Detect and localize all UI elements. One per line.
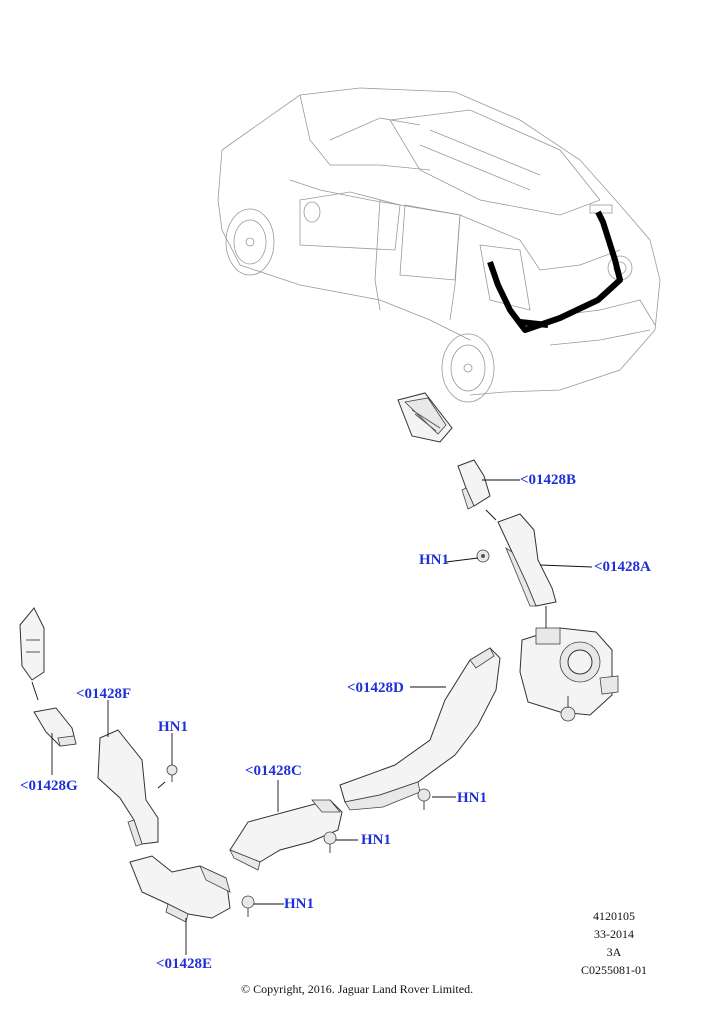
fastener-hn1-f-icon — [166, 764, 178, 782]
drawing-date-code: 33-2014 — [594, 927, 634, 941]
duct-01428f — [97, 729, 159, 847]
callout-01428a[interactable]: <01428A — [594, 559, 651, 575]
side-trim-panel — [19, 607, 45, 681]
callout-hn1-e[interactable]: HN1 — [284, 896, 314, 912]
drawing-reference: C0255081-01 — [581, 963, 647, 977]
rear-vent-grille — [397, 392, 453, 443]
drawing-revision: 3A — [606, 945, 622, 959]
blower-unit — [519, 627, 619, 722]
fastener-hn1-e-icon — [241, 895, 255, 917]
callout-01428f[interactable]: <01428F — [76, 686, 132, 702]
fastener-hn1-a-icon — [476, 549, 490, 563]
duct-01428e — [129, 855, 231, 923]
duct-01428a — [497, 513, 557, 607]
drawing-number: 4120105 — [593, 909, 635, 923]
duct-01428g — [33, 707, 77, 747]
callout-01428c[interactable]: <01428C — [245, 763, 302, 779]
callout-hn1-f[interactable]: HN1 — [158, 719, 188, 735]
fastener-hn1-d-icon — [417, 788, 431, 810]
copyright-notice: © Copyright, 2016. Jaguar Land Rover Lim… — [241, 982, 474, 996]
vehicle-illustration — [217, 87, 661, 403]
highlighted-duct — [487, 210, 623, 333]
drawing-info: 4120105 33-2014 3A C0255081-01 — [564, 907, 664, 979]
callout-hn1-a[interactable]: HN1 — [419, 552, 449, 568]
fastener-hn1-c-icon — [323, 831, 337, 853]
leader-lines — [31, 479, 593, 955]
fasteners — [166, 549, 490, 917]
callout-01428d[interactable]: <01428D — [347, 680, 404, 696]
duct-01428b — [457, 459, 491, 510]
callout-hn1-d[interactable]: HN1 — [457, 790, 487, 806]
callout-01428e[interactable]: <01428E — [156, 956, 213, 972]
callout-hn1-c[interactable]: HN1 — [361, 832, 391, 848]
callout-01428b[interactable]: <01428B — [520, 472, 577, 488]
duct-01428c — [229, 799, 343, 871]
callout-01428g[interactable]: <01428G — [20, 778, 78, 794]
duct-01428d — [339, 647, 501, 811]
